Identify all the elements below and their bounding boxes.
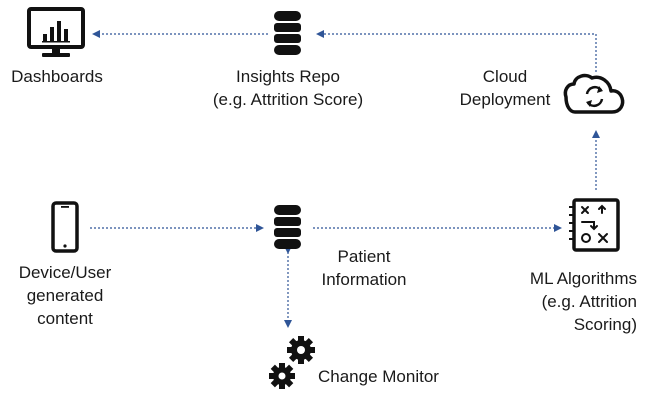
patient-information-label: Patient Information <box>305 245 423 291</box>
device-label-line2: generated <box>26 286 104 305</box>
cloud-deployment-label: Cloud Deployment <box>446 65 564 111</box>
device-label-line3: content <box>37 309 93 328</box>
database-icon <box>274 11 301 55</box>
ml-label-line3: Scoring) <box>573 315 637 334</box>
database-icon <box>274 205 301 249</box>
device-label-line1: Device/User <box>18 263 112 282</box>
ml-label-line2: (e.g. Attrition <box>541 292 637 311</box>
patient-label-line1: Patient <box>337 247 391 266</box>
dashboards-label: Dashboards <box>2 65 112 88</box>
dashboards-label-text: Dashboards <box>11 67 103 86</box>
smartphone-icon <box>51 201 79 253</box>
change-monitor-label-text: Change Monitor <box>318 367 439 386</box>
change-monitor-label: Change Monitor <box>318 365 468 388</box>
ml-algorithms-label: ML Algorithms (e.g. Attrition Scoring) <box>505 267 637 336</box>
gears-icon <box>269 336 315 389</box>
cloud-label-line1: Cloud <box>482 67 528 86</box>
cloud-sync-icon <box>563 73 625 114</box>
device-label: Device/User generated content <box>5 261 125 330</box>
insights-repo-label: Insights Repo (e.g. Attrition Score) <box>190 65 386 111</box>
insights-repo-label-line1: Insights Repo <box>236 67 340 86</box>
arrow-cloud-to-insights <box>316 30 597 72</box>
monitor-chart-icon <box>27 7 85 57</box>
ml-label-line1: ML Algorithms <box>529 269 637 288</box>
insights-repo-label-line2: (e.g. Attrition Score) <box>212 90 364 109</box>
ml-strategy-icon <box>569 198 620 252</box>
patient-label-line2: Information <box>321 270 407 289</box>
cloud-label-line2: Deployment <box>459 90 551 109</box>
